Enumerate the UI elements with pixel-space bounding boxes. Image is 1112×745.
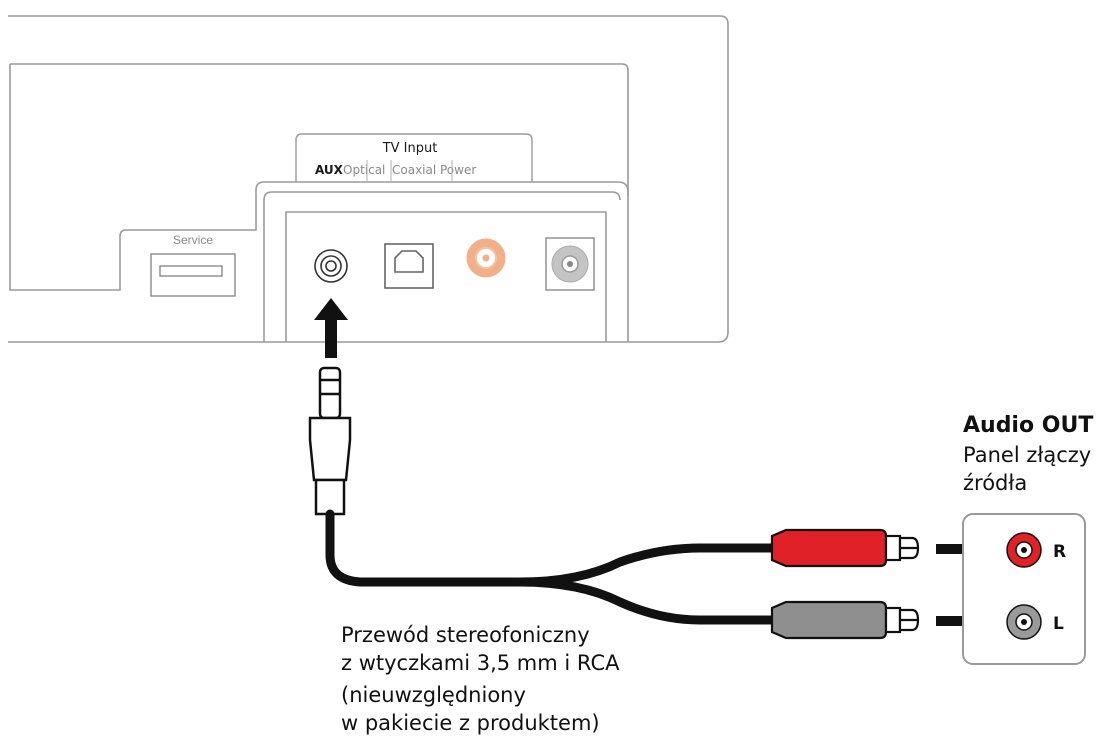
left-channel-label: L xyxy=(1053,614,1064,634)
cable-caption-line-1: Przewód stereofoniczny xyxy=(341,623,590,647)
aux-port-label: AUX xyxy=(315,163,344,177)
rca-jack-red xyxy=(1006,532,1042,568)
power-port-label: Power xyxy=(440,163,476,177)
source-panel-subtitle-2: źródła xyxy=(963,471,1027,495)
service-label: Service xyxy=(173,233,213,247)
tv-input-label-tab: TV Input AUX Optical Coaxial Power xyxy=(295,133,533,182)
service-usb-port xyxy=(150,253,236,297)
cable-caption-line-3: (nieuwzględniony xyxy=(341,683,526,707)
source-connector-panel: R L xyxy=(962,513,1086,665)
optical-port-label: Optical xyxy=(343,163,385,177)
aux-jack xyxy=(314,249,348,283)
cable-caption: Przewód stereofoniczny z wtyczkami 3,5 m… xyxy=(341,623,620,735)
tv-input-label: TV Input xyxy=(382,141,438,156)
mini-jack-plug xyxy=(308,366,352,516)
coaxial-port xyxy=(466,238,506,278)
cable-caption-line-2: z wtyczkami 3,5 mm i RCA xyxy=(341,651,620,675)
aux-connection-arrow xyxy=(314,298,348,358)
cable-caption-line-4: w pakiecie z produktem) xyxy=(341,711,600,735)
audio-out-title: Audio OUT xyxy=(963,413,1093,438)
right-channel-label: R xyxy=(1053,542,1066,562)
soundbar-rear-panel xyxy=(8,15,729,343)
stereo-y-cable xyxy=(325,509,785,625)
rca-jack-gray xyxy=(1006,604,1042,640)
rca-plug-gray xyxy=(770,600,920,640)
rca-plug-red xyxy=(770,528,920,568)
power-port xyxy=(545,237,595,291)
optical-port xyxy=(384,243,434,289)
coaxial-port-label: Coaxial xyxy=(392,163,436,177)
source-panel-subtitle-1: Panel złączy xyxy=(963,443,1091,467)
